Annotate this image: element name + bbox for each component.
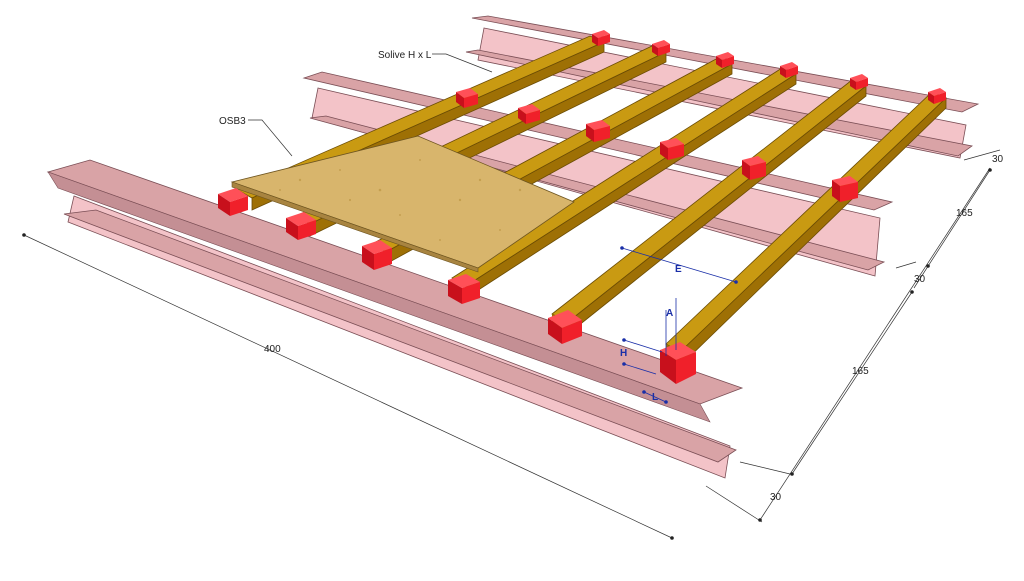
block-icon [362, 240, 392, 270]
support-blocks [218, 30, 946, 384]
support-label: A [666, 308, 673, 319]
flange-back-label: 30 [992, 154, 1004, 165]
blue-annotations [621, 247, 737, 403]
block-icon [218, 188, 248, 216]
block-icon [548, 310, 582, 344]
block-icon [832, 176, 858, 202]
block-icon [286, 212, 316, 240]
solive-label: Solive H x L [378, 50, 432, 61]
block-icon [716, 52, 734, 68]
osb3-label: OSB3 [219, 116, 246, 127]
span-back-label: 165 [956, 208, 973, 219]
i-beam-front [46, 159, 744, 479]
block-icon [592, 30, 610, 46]
block-icon [850, 74, 868, 90]
block-icon [742, 156, 766, 180]
block-icon [586, 120, 610, 142]
width-label: L [652, 392, 658, 403]
block-icon [448, 274, 480, 304]
leader-lines [248, 53, 493, 157]
osb-edge [231, 181, 479, 273]
dimension-lines [23, 149, 1001, 539]
flange-front-label: 30 [770, 492, 782, 503]
osb3-panel [230, 135, 575, 273]
front-beam-top-flange-edge [47, 171, 711, 423]
block-icon [660, 342, 696, 384]
length-dimension-label: 400 [264, 344, 281, 355]
span-front-label: 165 [852, 366, 869, 377]
joist-4 [451, 67, 797, 299]
block-icon [780, 62, 798, 78]
dimension-points [22, 168, 992, 540]
block-icon [456, 88, 478, 108]
front-beam-bottom-flange [63, 209, 737, 463]
spacing-label: E [675, 264, 682, 275]
height-label: H [620, 348, 627, 359]
block-icon [652, 40, 670, 56]
block-icon [928, 88, 946, 104]
block-icon [518, 104, 540, 124]
flange-mid-label: 30 [914, 274, 926, 285]
block-icon [660, 138, 684, 160]
